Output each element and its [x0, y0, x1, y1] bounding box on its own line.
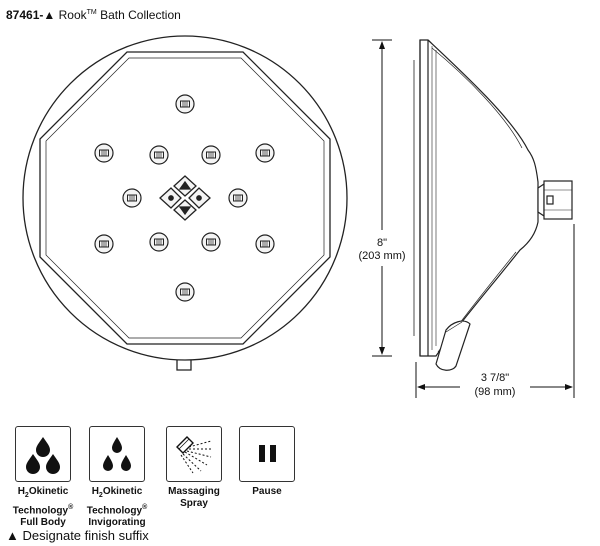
model-number: 87461-	[6, 8, 44, 22]
spray-head-icon	[166, 426, 222, 482]
center-triangle-up	[178, 180, 192, 190]
nozzle	[122, 188, 142, 208]
nozzle	[201, 232, 221, 252]
technical-drawing: 8" (203 mm) 3 7/8" (98 mm)	[22, 35, 575, 398]
spray-selector-lever-edge	[445, 321, 463, 333]
mode-3-line1: Massaging	[168, 486, 220, 497]
product-title: 87461-▲ RookTM Bath Collection	[6, 8, 181, 22]
center-cluster	[159, 175, 211, 221]
mode-3-line2: Spray	[180, 498, 208, 509]
depth-inches-label: 3 7/8"	[481, 372, 509, 384]
side-view	[413, 39, 573, 371]
center-triangle-down	[178, 206, 192, 216]
nozzle	[201, 145, 221, 165]
side-view-body	[419, 39, 539, 357]
nozzle	[255, 234, 275, 254]
center-dot-left	[168, 195, 174, 201]
ball-joint-pin	[546, 195, 554, 205]
showerhead-face-outer-ring	[22, 35, 348, 361]
footnote: ▲ Designate finish suffix	[6, 528, 149, 543]
mode-1-line2: Technology	[12, 505, 69, 517]
footnote-text: Designate finish suffix	[22, 528, 149, 543]
nozzle	[149, 145, 169, 165]
footnote-marker: ▲	[6, 528, 19, 543]
nozzle-group	[94, 94, 275, 302]
trademark-symbol: TM	[86, 9, 97, 16]
pause-icon	[239, 426, 295, 482]
mode-2-line1: H	[91, 486, 99, 497]
nozzle	[94, 143, 114, 163]
spray-mode-massaging: Massaging Spray	[154, 426, 234, 510]
height-inches-label: 8"	[377, 237, 387, 249]
depth-dimension	[415, 224, 575, 398]
spray-mode-invigorating: H2Okinetic Technology® Invigorating	[77, 426, 157, 529]
mode-2-line2: Technology	[86, 505, 143, 517]
bottom-tab	[176, 360, 192, 371]
center-dot-right	[196, 195, 202, 201]
nozzle	[94, 234, 114, 254]
octagon-face-plate-inner	[45, 57, 325, 339]
mode-2-registered: ®	[142, 504, 148, 511]
spray-mode-pause: Pause	[227, 426, 307, 498]
finish-marker: ▲	[43, 8, 56, 22]
mode-2-line3: Invigorating	[88, 517, 146, 529]
mode-4-line1: Pause	[252, 486, 282, 497]
three-drops-icon	[89, 426, 145, 482]
front-view	[22, 35, 348, 371]
height-dimension	[372, 39, 392, 357]
octagon-face-plate	[39, 51, 331, 345]
nozzle	[255, 143, 275, 163]
mode-1-line1: H	[17, 486, 25, 497]
nozzle	[175, 282, 195, 302]
ball-joint-arm	[537, 182, 545, 218]
three-drops-icon	[15, 426, 71, 482]
collection-suffix: Bath Collection	[100, 8, 181, 22]
mode-1-registered: ®	[68, 504, 74, 511]
nozzle	[175, 94, 195, 114]
nozzle	[228, 188, 248, 208]
side-view-upper-curve	[431, 47, 523, 149]
mode-1-line1-rest: Okinetic	[28, 486, 69, 497]
spray-selector-lever	[435, 320, 471, 371]
mode-1-subscript: 2	[24, 492, 29, 499]
nozzle	[149, 232, 169, 252]
mode-1-line3: Full Body	[20, 517, 66, 529]
spray-mode-full-body: H2Okinetic Technology® Full Body	[3, 426, 83, 529]
height-mm-label: (203 mm)	[358, 250, 405, 262]
mode-2-subscript: 2	[98, 492, 103, 499]
mode-2-line1-rest: Okinetic	[102, 486, 143, 497]
collection-name: Rook	[58, 8, 87, 22]
depth-mm-label: (98 mm)	[475, 386, 516, 398]
